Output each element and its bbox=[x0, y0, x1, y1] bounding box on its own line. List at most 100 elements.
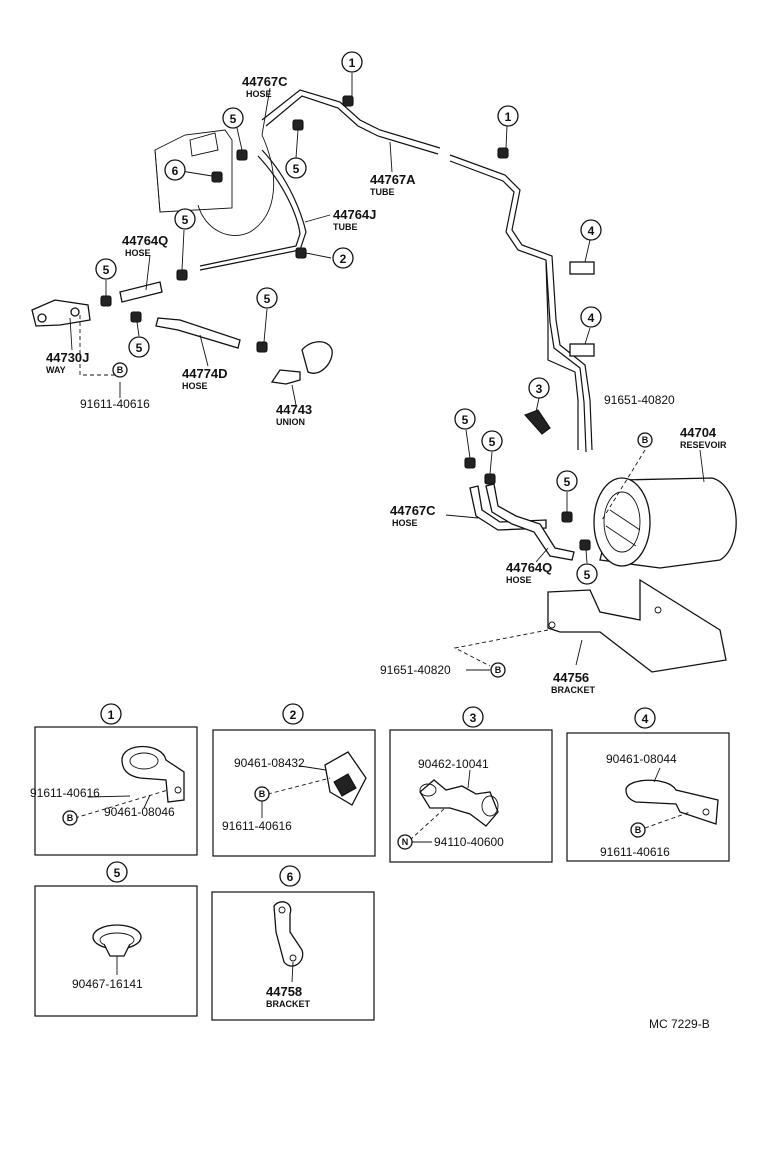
svg-text:4: 4 bbox=[642, 712, 649, 726]
svg-text:5: 5 bbox=[230, 112, 237, 126]
svg-text:B: B bbox=[495, 665, 502, 675]
svg-text:2: 2 bbox=[340, 252, 347, 266]
hose-44764q-left bbox=[119, 281, 163, 303]
svg-text:5: 5 bbox=[182, 213, 189, 227]
ref-circle-5a: 5 bbox=[222, 107, 244, 129]
svg-text:5: 5 bbox=[564, 475, 571, 489]
tube-44767a bbox=[261, 89, 593, 453]
svg-text:5: 5 bbox=[489, 435, 496, 449]
label-44730j: 44730J bbox=[46, 350, 89, 365]
svg-text:TUBE: TUBE bbox=[370, 187, 395, 197]
ref-circle-5h: 5 bbox=[481, 430, 503, 452]
label-44767a: 44767A bbox=[370, 172, 416, 187]
svg-text:BRACKET: BRACKET bbox=[266, 999, 311, 1009]
svg-text:WAY: WAY bbox=[46, 365, 66, 375]
union-44743 bbox=[270, 341, 333, 385]
svg-text:4: 4 bbox=[588, 311, 595, 325]
ref-circle-5i: 5 bbox=[556, 470, 578, 492]
svg-text:N: N bbox=[402, 837, 409, 847]
svg-text:5: 5 bbox=[264, 292, 271, 306]
label-91651-bracket: 91651-40820 bbox=[380, 663, 451, 677]
b-markers: B B B bbox=[112, 362, 653, 678]
svg-text:5: 5 bbox=[584, 568, 591, 582]
svg-text:UNION: UNION bbox=[276, 417, 305, 427]
lower-hoses bbox=[464, 457, 591, 561]
label-44764q-low: 44764Q bbox=[506, 560, 552, 575]
part-labels: 44767C HOSE 44767A TUBE 44764J TUBE 4476… bbox=[46, 74, 727, 695]
ref-circle-5c: 5 bbox=[174, 208, 196, 230]
svg-text:B: B bbox=[259, 789, 266, 799]
leader-lines bbox=[69, 73, 705, 671]
ref-circle-1b: 1 bbox=[497, 105, 519, 127]
svg-text:5: 5 bbox=[136, 341, 143, 355]
ref-circle-3: 3 bbox=[528, 377, 550, 399]
detail-box-1: 1 B 91611-40616 90461-08046 bbox=[30, 703, 198, 856]
b-marker-reservoir: B bbox=[637, 432, 653, 448]
detail-box-2: 2 B 90461-08432 91611-40616 bbox=[212, 703, 376, 857]
ref-circle-5e: 5 bbox=[128, 336, 150, 358]
detail-2-part-a: 90461-08432 bbox=[234, 756, 305, 770]
detail-1-part-b: 90461-08046 bbox=[104, 805, 175, 819]
master-cylinder-outline bbox=[154, 129, 275, 236]
detail-1-part-a: 91611-40616 bbox=[30, 786, 100, 800]
svg-text:B: B bbox=[67, 813, 74, 823]
bracket-44756 bbox=[547, 578, 727, 673]
svg-text:B: B bbox=[642, 435, 649, 445]
ref-circle-5g: 5 bbox=[454, 408, 476, 430]
svg-text:6: 6 bbox=[172, 164, 179, 178]
label-44774d: 44774D bbox=[182, 366, 228, 381]
svg-text:5: 5 bbox=[462, 413, 469, 427]
svg-text:6: 6 bbox=[287, 870, 294, 884]
ref-circle-2: 2 bbox=[332, 247, 354, 269]
svg-text:TUBE: TUBE bbox=[333, 222, 358, 232]
svg-text:HOSE: HOSE bbox=[246, 89, 272, 99]
detail-5-part-a: 90467-16141 bbox=[72, 977, 143, 991]
detail-box-6: 6 44758 BRACKET bbox=[211, 865, 375, 1021]
svg-text:1: 1 bbox=[349, 56, 356, 70]
svg-text:HOSE: HOSE bbox=[182, 381, 208, 391]
label-44756: 44756 bbox=[553, 670, 589, 685]
clip-markers bbox=[100, 95, 595, 435]
svg-text:1: 1 bbox=[108, 708, 115, 722]
detail-2-part-b: 91611-40616 bbox=[222, 819, 292, 833]
ref-circle-5f: 5 bbox=[256, 287, 278, 309]
svg-text:B: B bbox=[117, 365, 124, 375]
svg-text:B: B bbox=[635, 825, 642, 835]
label-44767c-low: 44767C bbox=[390, 503, 436, 518]
svg-text:2: 2 bbox=[290, 708, 297, 722]
detail-3-part-a: 90462-10041 bbox=[418, 757, 489, 771]
svg-text:1: 1 bbox=[505, 110, 512, 124]
diagram-ref-code: MC 7229-B bbox=[649, 1017, 710, 1031]
label-44767c-top: 44767C bbox=[242, 74, 288, 89]
ref-circle-5d: 5 bbox=[95, 258, 117, 280]
svg-text:3: 3 bbox=[470, 711, 477, 725]
label-44743: 44743 bbox=[276, 402, 312, 417]
reservoir-44704 bbox=[593, 477, 737, 569]
detail-box-3: 3 N 90462-10041 94110-40600 bbox=[389, 706, 553, 863]
ref-circle-1a: 1 bbox=[341, 51, 363, 73]
svg-text:HOSE: HOSE bbox=[392, 518, 418, 528]
tube-44764j bbox=[199, 149, 307, 271]
label-44764j: 44764J bbox=[333, 207, 376, 222]
dashed-leaders bbox=[79, 315, 646, 667]
label-91611-main: 91611-40616 bbox=[80, 397, 150, 411]
svg-text:RESEVOIR: RESEVOIR bbox=[680, 440, 727, 450]
svg-text:5: 5 bbox=[114, 866, 121, 880]
detail-4-part-a: 90461-08044 bbox=[606, 752, 677, 766]
label-44704: 44704 bbox=[680, 425, 717, 440]
b-marker-bracket: B bbox=[490, 662, 506, 678]
ref-circle-6: 6 bbox=[164, 159, 186, 181]
detail-4-part-b: 91611-40616 bbox=[600, 845, 670, 859]
svg-text:BRACKET: BRACKET bbox=[551, 685, 596, 695]
svg-text:HOSE: HOSE bbox=[125, 248, 151, 258]
ref-circle-4a: 4 bbox=[580, 219, 602, 241]
ref-circle-5b: 5 bbox=[285, 157, 307, 179]
label-91651-res: 91651-40820 bbox=[604, 393, 675, 407]
detail-6-part-a: 44758 bbox=[266, 984, 302, 999]
svg-text:5: 5 bbox=[293, 162, 300, 176]
hose-44774d bbox=[155, 317, 241, 349]
svg-text:HOSE: HOSE bbox=[506, 575, 532, 585]
label-44764q-left: 44764Q bbox=[122, 233, 168, 248]
svg-text:3: 3 bbox=[536, 382, 543, 396]
